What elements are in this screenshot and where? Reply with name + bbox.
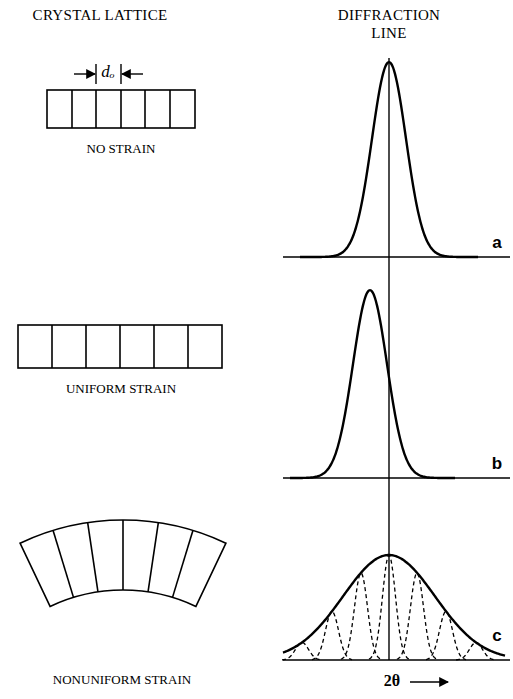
- panel-letter: c: [487, 626, 507, 646]
- lattice-nonuniform-strain: [20, 520, 226, 606]
- column-heading: CRYSTAL LATTICE: [15, 6, 185, 24]
- lattice-caption: NONUNIFORM STRAIN: [27, 672, 217, 688]
- lattice-caption: UNIFORM STRAIN: [46, 381, 196, 397]
- lattice-unstrained: [47, 90, 195, 128]
- column-heading: DIFFRACTION LINE: [329, 6, 449, 42]
- panel-letter: a: [487, 233, 507, 253]
- panel-letter: b: [487, 454, 507, 474]
- lattice-caption: NO STRAIN: [46, 141, 196, 157]
- axis-label: 2θ: [377, 671, 407, 690]
- diffraction-peaks: [282, 62, 505, 660]
- baselines: [283, 58, 510, 682]
- lattice-uniform-strain: [18, 325, 222, 368]
- spacing-label: dₒ: [96, 62, 120, 82]
